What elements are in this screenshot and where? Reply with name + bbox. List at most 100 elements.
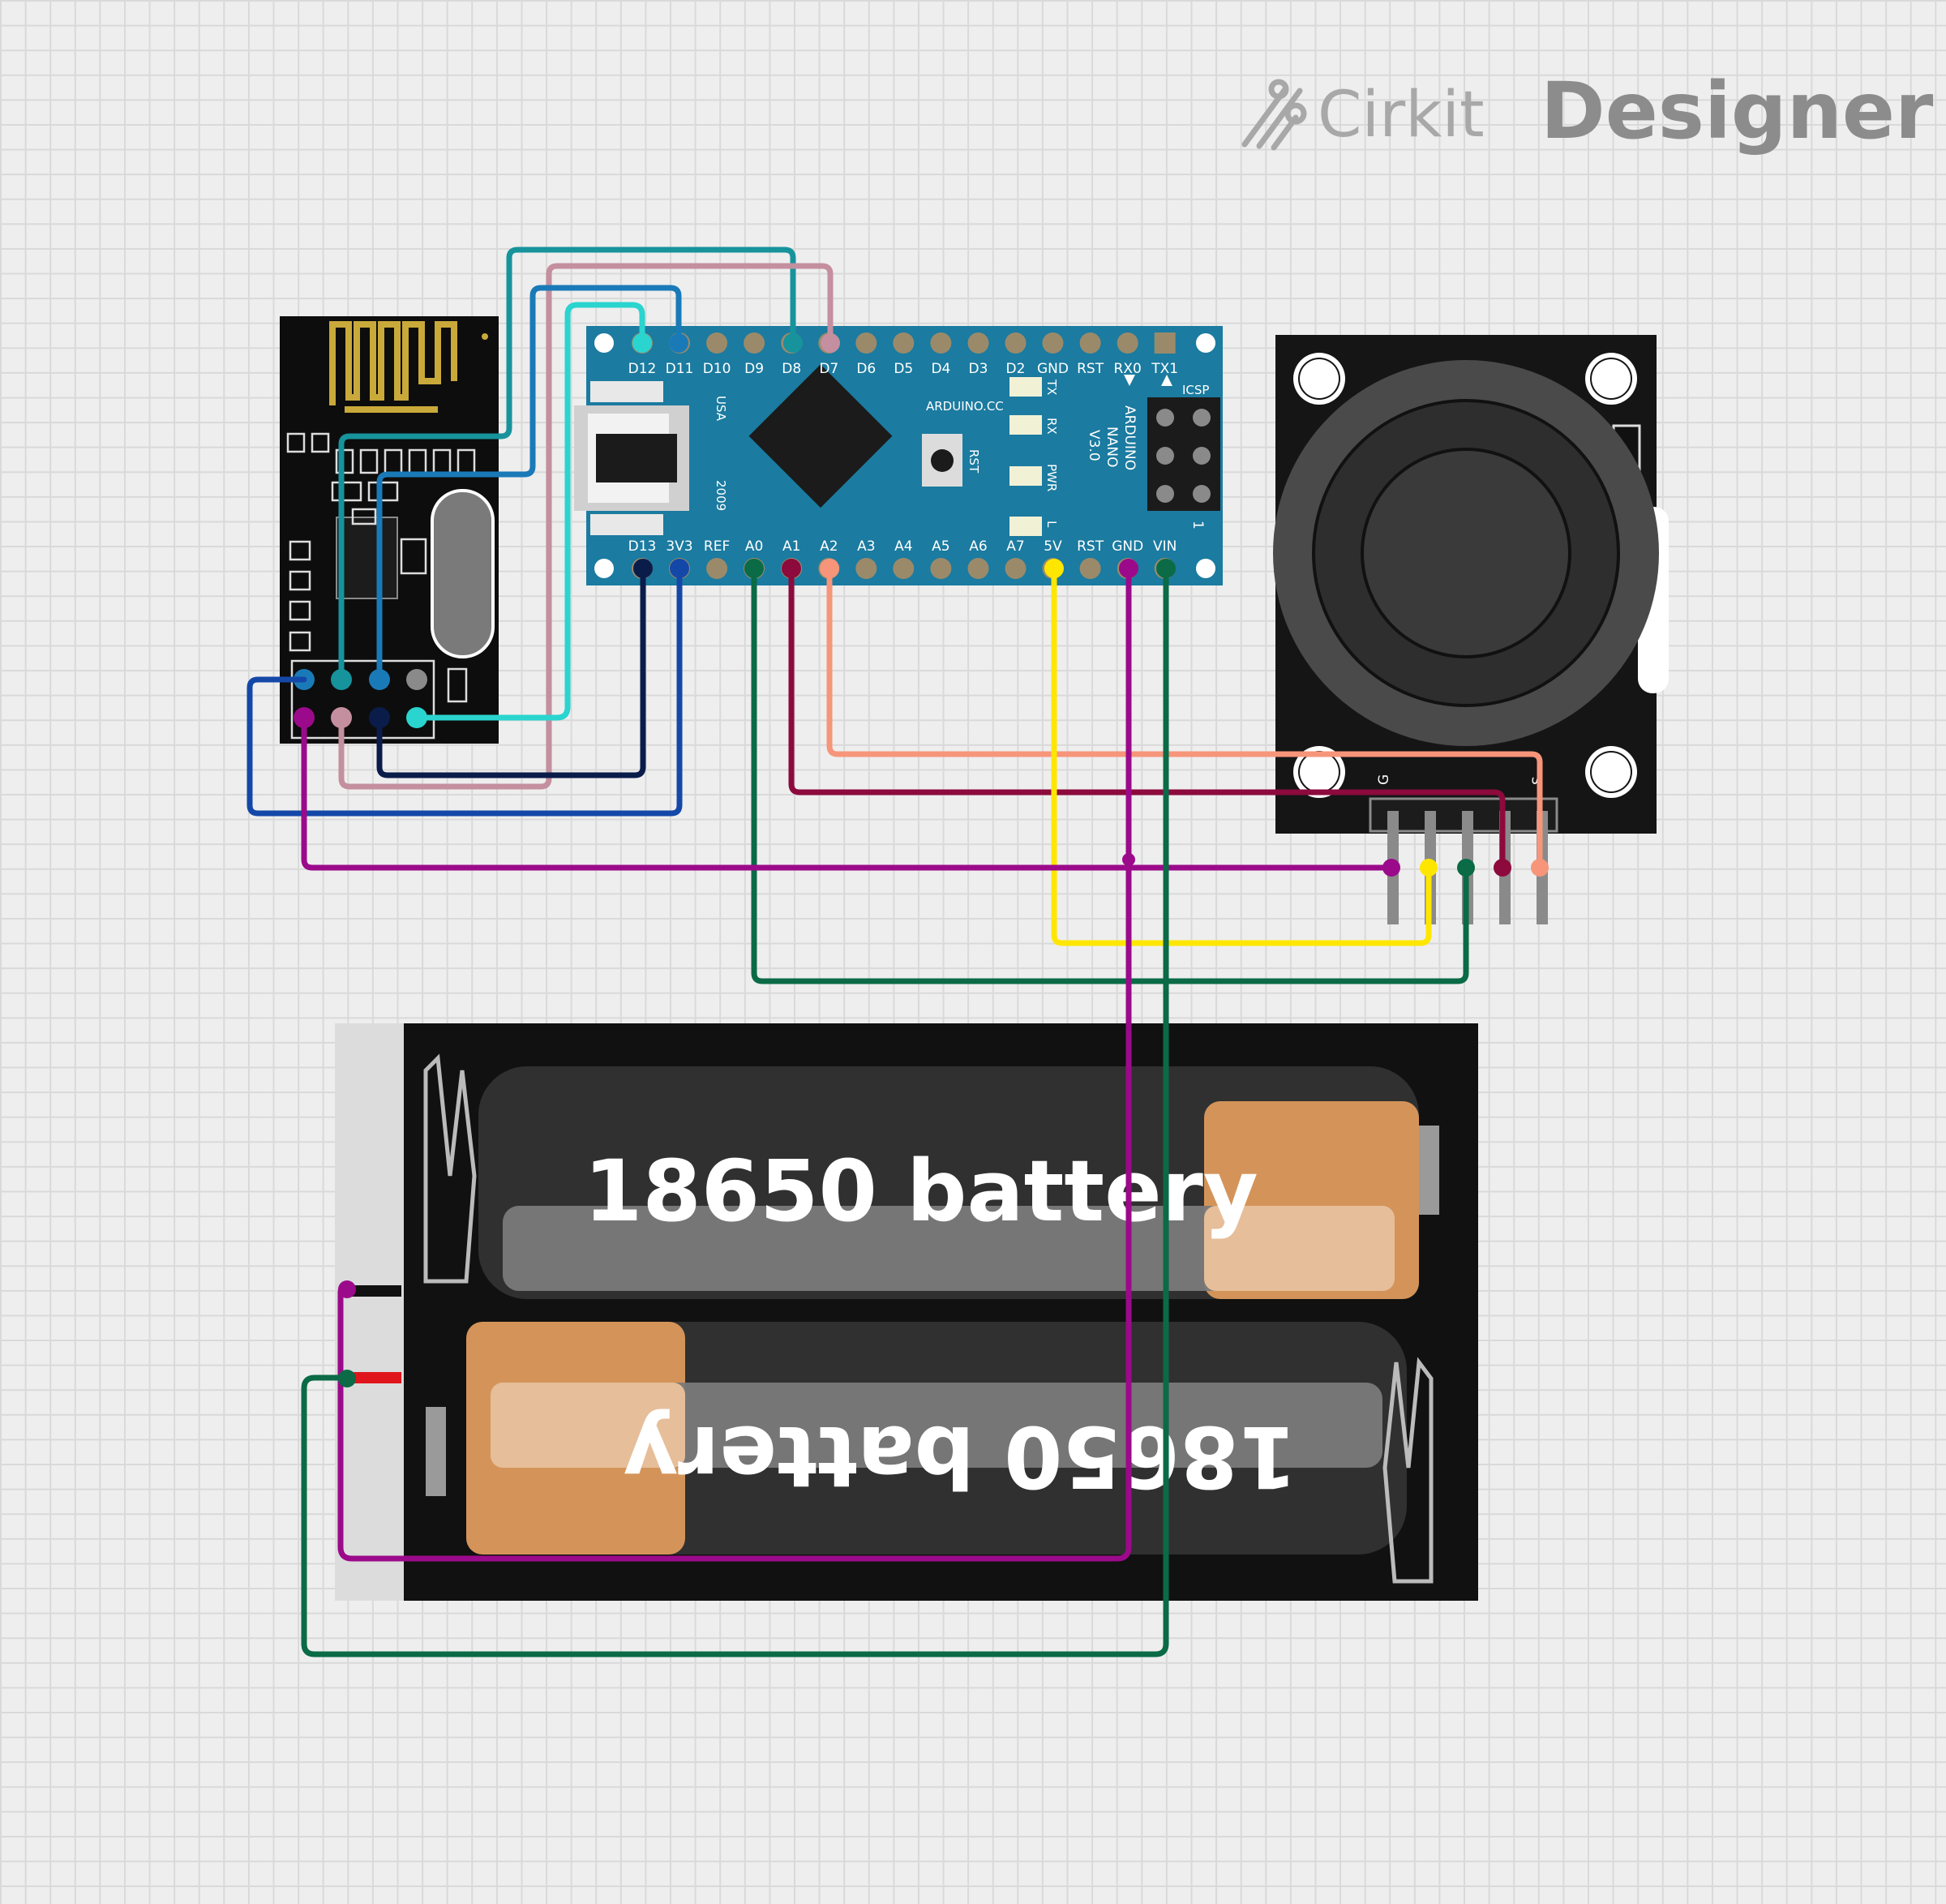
- bottom-pin-7[interactable]: [893, 558, 915, 579]
- bottom-pin-12[interactable]: [1079, 558, 1101, 579]
- wire-navy: [376, 565, 646, 778]
- wire-junction-gnd: [1122, 853, 1135, 866]
- wire-blue: [376, 285, 682, 683]
- top-pin-label: D5: [894, 361, 913, 377]
- battery-bottom: 18650 battery: [426, 1322, 1407, 1555]
- crystal-oscillator: [431, 489, 495, 658]
- top-pin-8[interactable]: [930, 332, 952, 354]
- bottom-pin-label: GND: [1112, 538, 1143, 555]
- model-label-nano: NANO: [1104, 427, 1120, 467]
- cirkit-logo-icon: [1241, 79, 1307, 151]
- wire-purple-gnd-battery: [337, 565, 1132, 1562]
- top-pin-label: TX1: [1151, 361, 1178, 377]
- top-pin-3[interactable]: [744, 332, 765, 354]
- top-pin-label: D4: [931, 361, 950, 377]
- red-lead: [349, 1372, 401, 1383]
- wire-teal: [338, 247, 796, 683]
- bottom-pin-label: 5V: [1044, 538, 1062, 555]
- bottom-pin-label: 3V3: [666, 538, 692, 555]
- wire-cyan: [414, 302, 645, 721]
- bottom-pin-label: RST: [1077, 538, 1104, 555]
- year-label: 2009: [714, 480, 728, 511]
- top-pin-6[interactable]: [855, 332, 877, 354]
- logo-word-designer: Designer: [1541, 66, 1934, 157]
- top-pin-label: D3: [969, 361, 988, 377]
- bottom-pin-label: A7: [1006, 538, 1024, 555]
- icsp-header: [1147, 397, 1220, 511]
- led-tx-label: TX: [1044, 379, 1059, 395]
- wire-crimson-a1: [788, 565, 1506, 871]
- rst-button-label: RST: [967, 449, 981, 474]
- top-pin-label: D10: [703, 361, 731, 377]
- wires: [246, 247, 1543, 1657]
- bottom-pin-2[interactable]: [706, 558, 728, 579]
- wire-mauve: [338, 263, 834, 790]
- top-pin-9[interactable]: [967, 332, 989, 354]
- cirkit-designer-logo: Cirkit Designer: [1241, 66, 1934, 157]
- spring-contact-top: [423, 1053, 477, 1284]
- reset-button-cap: [931, 449, 954, 472]
- battery-top: 18650 battery: [478, 1066, 1439, 1299]
- top-pin-label: D12: [628, 361, 657, 377]
- wire-purple-gnd-joystick: [301, 714, 1395, 871]
- arduino-nano[interactable]: ARDUINO.CC USA 2009 RST TX RX PWR L ARDU…: [574, 326, 1223, 585]
- wire-yellow-5v: [1051, 565, 1432, 946]
- battery-top-label: 18650 battery: [584, 1142, 1258, 1241]
- spring-contact-bottom: [1382, 1357, 1434, 1584]
- top-pin-12[interactable]: [1079, 332, 1101, 354]
- bottom-pin-label: REF: [704, 538, 730, 555]
- led-l-label: L: [1044, 521, 1059, 528]
- bottom-pin-6[interactable]: [855, 558, 877, 579]
- status-leds: [1009, 377, 1042, 536]
- battery-holder-2x18650[interactable]: 18650 battery 18650 battery: [335, 1023, 1478, 1601]
- top-pin-7[interactable]: [893, 332, 915, 354]
- bottom-pin-label: A6: [969, 538, 987, 555]
- wire-salmon-a2: [826, 565, 1543, 871]
- nrf24-chip: [336, 517, 398, 599]
- top-pin-label: RST: [1077, 361, 1104, 377]
- usa-label: USA: [714, 396, 728, 422]
- bottom-pin-label: A3: [857, 538, 875, 555]
- led-rx-label: RX: [1044, 418, 1059, 435]
- top-pin-label: RX0: [1114, 361, 1142, 377]
- black-lead: [349, 1285, 401, 1297]
- top-pin-10[interactable]: [1005, 332, 1027, 354]
- bottom-pin-9[interactable]: [967, 558, 989, 579]
- pcb-antenna-trace: [329, 321, 457, 413]
- tx-arrow-icon: [1161, 375, 1172, 386]
- bottom-pin-10[interactable]: [1005, 558, 1027, 579]
- led-pwr-label: PWR: [1044, 464, 1059, 491]
- bottom-pin-label: D13: [628, 538, 657, 555]
- top-pin-13[interactable]: [1117, 332, 1138, 354]
- wire-endpoints: [338, 333, 1549, 1387]
- wire-green-vin-battery: [301, 565, 1169, 1657]
- top-pin-label: D6: [856, 361, 876, 377]
- bottom-pin-label: VIN: [1153, 538, 1177, 555]
- top-pin-label: D2: [1006, 361, 1026, 377]
- antenna-dot: [482, 333, 488, 340]
- joystick-hole-rings: [1300, 359, 1631, 791]
- top-pin-label: GND: [1037, 361, 1069, 377]
- top-pin-label: D8: [782, 361, 801, 377]
- mounting-holes: [594, 333, 1215, 578]
- bottom-pin-label: A5: [932, 538, 949, 555]
- top-pin-14[interactable]: [1154, 332, 1176, 354]
- top-pin-11[interactable]: [1042, 332, 1064, 354]
- bottom-pin-8[interactable]: [930, 558, 952, 579]
- joystick-pin-label-g: G: [1376, 774, 1392, 785]
- bottom-pin-label: A2: [820, 538, 838, 555]
- top-pin-label: D9: [744, 361, 764, 377]
- top-pin-label: D7: [819, 361, 838, 377]
- bottom-pin-label: A1: [782, 538, 800, 555]
- wire-royal: [246, 565, 683, 817]
- joystick-module[interactable]: G S: [1273, 335, 1669, 924]
- model-label-version: V3.0: [1086, 430, 1102, 461]
- icsp-pin1-label: 1: [1189, 521, 1206, 530]
- bottom-pin-label: A0: [745, 538, 763, 555]
- top-pin-2[interactable]: [706, 332, 728, 354]
- joystick-thumb-cap: [1361, 448, 1571, 658]
- nrf24l01-module[interactable]: [280, 316, 499, 744]
